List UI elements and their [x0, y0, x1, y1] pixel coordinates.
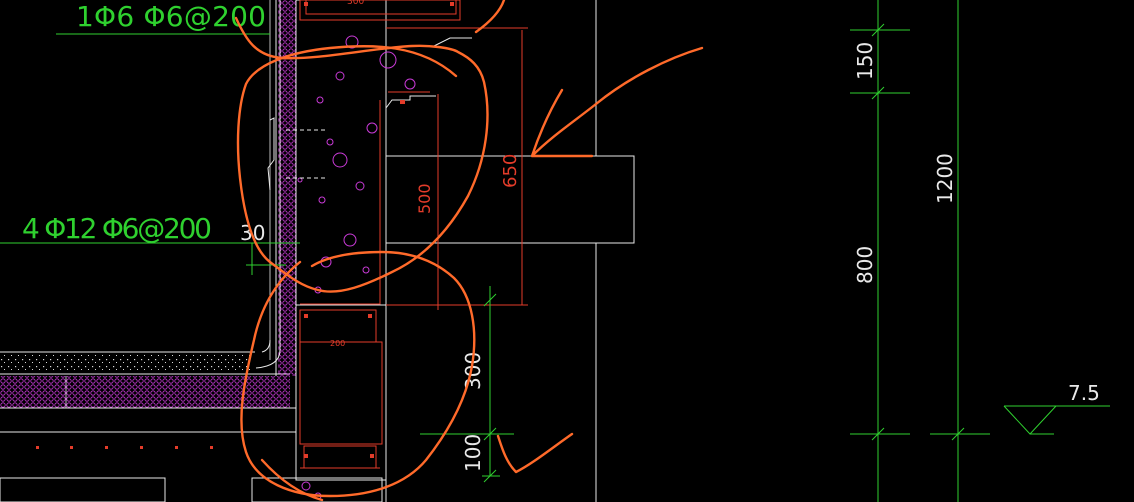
annotation-arrow-pointer — [530, 46, 704, 158]
dim-1200: 1200 — [933, 153, 957, 204]
dim-500: 500 — [415, 183, 434, 214]
rebar-dots — [304, 2, 454, 458]
dim-200-small: 200 — [330, 339, 345, 348]
annotation-scribble-top-right — [474, 0, 506, 34]
concrete-aggregate — [297, 35, 416, 500]
dim-150: 150 — [853, 42, 877, 80]
dim-800: 800 — [853, 246, 877, 284]
rebar-main-label: 4 Φ12 Φ6@200 — [22, 212, 212, 245]
screed-layer — [0, 354, 252, 370]
hand-annotations — [234, 0, 704, 502]
wall-section — [0, 0, 635, 502]
level-7-5: 7.5 — [1068, 381, 1100, 405]
annotation-check-mark — [496, 432, 574, 474]
dimension-lines — [0, 0, 1110, 502]
bottom-markers — [36, 446, 213, 449]
dim-300-top: 300 — [347, 0, 364, 7]
rebar-details — [299, 0, 528, 469]
labels: 1Φ6 Φ6@200 4 Φ12 Φ6@200 30 300 200 500 6… — [22, 0, 1100, 472]
annotation-scribble-top — [234, 16, 489, 293]
dim-100: 100 — [461, 434, 485, 472]
annotation-loop-bottom — [240, 250, 476, 498]
insulation-layer-vertical — [278, 0, 296, 376]
rebar-top-label: 1Φ6 Φ6@200 — [76, 0, 266, 33]
annotation-loop-bottom-lower — [260, 458, 324, 502]
dim-650: 650 — [500, 154, 521, 188]
